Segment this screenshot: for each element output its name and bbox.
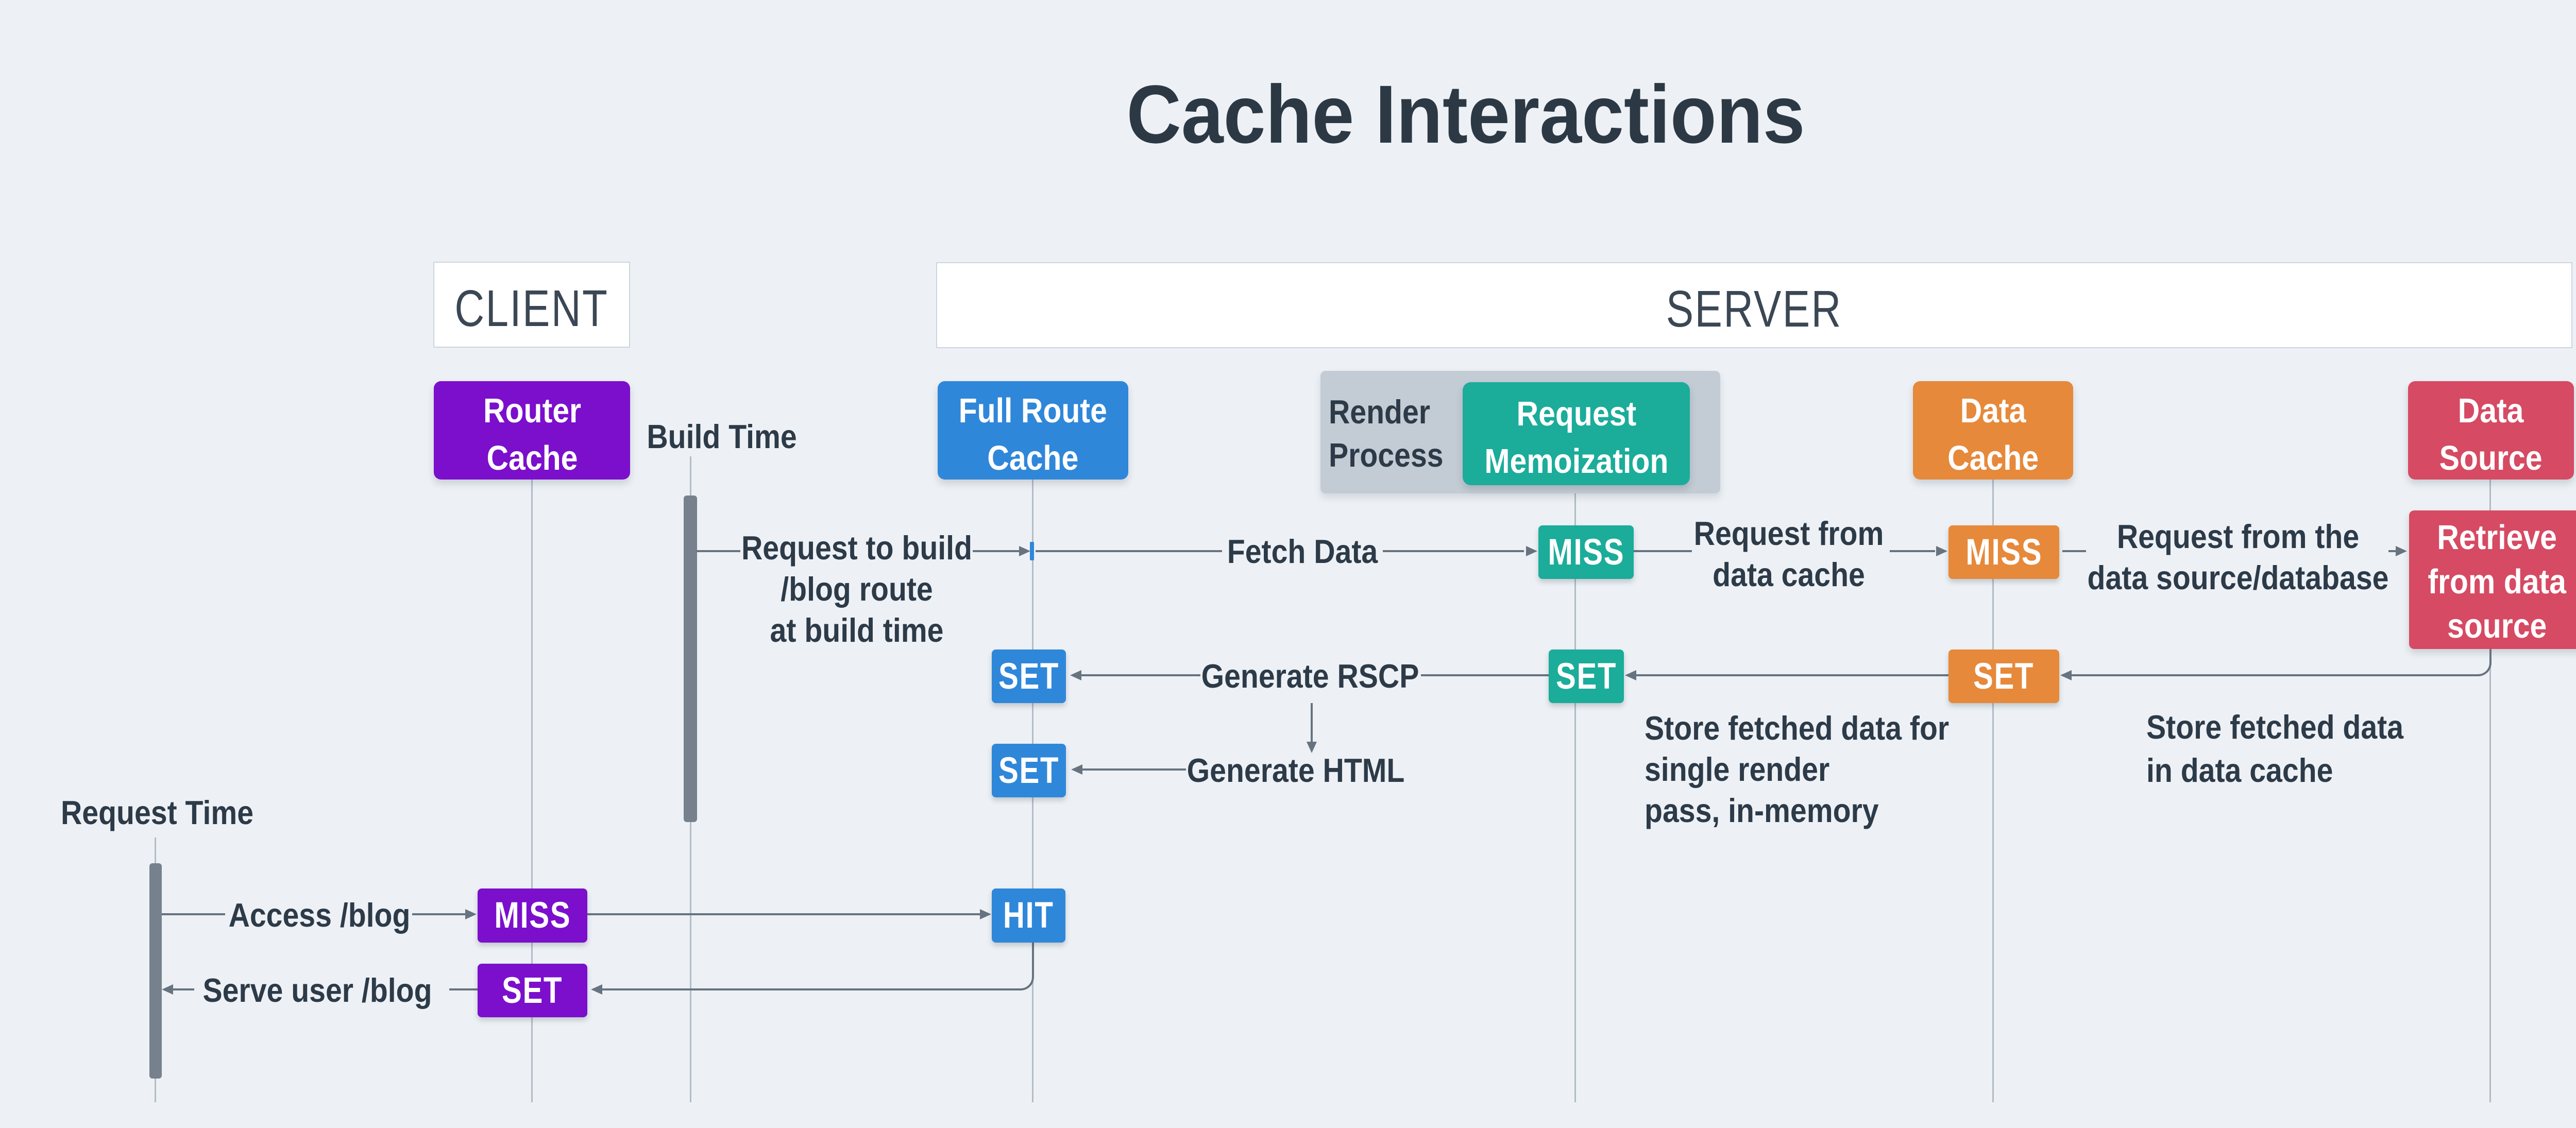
chip-full-route-set-html: SET: [992, 744, 1066, 797]
request-time-label: Request Time: [60, 794, 254, 831]
render-process-label: Render Process: [1329, 393, 1444, 474]
msg-request-from-cache: Request from data cache: [1693, 515, 1884, 593]
msg-store-data-cache: Store fetched data in data cache: [2146, 708, 2404, 789]
arrowhead-into-full-route: [1019, 546, 1030, 556]
build-time-activation-bar: [684, 495, 697, 822]
msg-serve-user: Serve user /blog: [202, 971, 432, 1009]
data-cache-label: Data Cache: [1947, 391, 2039, 477]
chip-full-route-set-html-label: SET: [998, 750, 1060, 791]
line-rscp-to-html: [1311, 703, 1313, 742]
arrowhead-into-request-bar: [162, 984, 173, 995]
arrowhead-into-dc-set: [2060, 670, 2072, 680]
chip-data-cache-set: SET: [1948, 650, 2059, 703]
request-memoization-node: Request Memoization: [1463, 382, 1690, 485]
chip-router-miss-label: MISS: [494, 895, 571, 936]
msg-request-from-source: Request from the data source/database: [2087, 518, 2389, 596]
line-dc-miss-to-label: [2062, 550, 2086, 552]
line-label-to-retrieve: [2388, 550, 2397, 552]
router-cache-node: Router Cache: [434, 381, 630, 480]
chip-router-set: SET: [478, 964, 587, 1017]
chip-full-route-set-rscp: SET: [992, 650, 1066, 703]
msg-access-blog: Access /blog: [228, 896, 411, 934]
build-time-label: Build Time: [647, 418, 797, 455]
chip-data-cache-miss: MISS: [1948, 525, 2059, 579]
router-cache-label: Router Cache: [483, 391, 581, 477]
arrowhead-into-fr-set-html: [1071, 764, 1082, 775]
chip-memo-set-label: SET: [1555, 656, 1617, 697]
request-time-activation-bar: [149, 863, 162, 1079]
chip-router-set-label: SET: [502, 970, 563, 1011]
full-route-cache-node: Full Route Cache: [938, 381, 1128, 480]
server-lane-label: SERVER: [1666, 280, 1842, 338]
arrowhead-into-fr-set-rscp: [1070, 670, 1081, 680]
msg-build-request: Request to build /blog route at build ti…: [741, 529, 973, 649]
lifeline-data-source: [2489, 480, 2491, 1102]
line-dc-set-to-memo-set: [1634, 674, 1948, 676]
arrowhead-into-memo-set: [1625, 670, 1636, 680]
retrieve-from-source-label: Retrieve from data source: [2428, 518, 2566, 645]
chip-full-route-hit: HIT: [992, 888, 1065, 943]
chip-full-route-hit-label: HIT: [1003, 895, 1054, 936]
lifeline-memoization: [1574, 485, 1576, 1102]
arrowhead-down-generate-html: [1307, 742, 1317, 753]
line-access-label-to-rc-miss: [412, 913, 466, 915]
retrieve-from-source-node: Retrieve from data source: [2409, 510, 2576, 649]
line-serve-label-to-bar: [173, 988, 194, 990]
return-elbow-full-route: [595, 943, 1034, 990]
full-route-cache-label: Full Route Cache: [958, 391, 1108, 477]
chip-full-route-set-rscp-label: SET: [998, 656, 1060, 697]
line-request-bar-to-access-label: [162, 913, 225, 915]
arrowhead-into-fr-hit: [980, 909, 991, 919]
chip-data-cache-set-label: SET: [1973, 656, 2035, 697]
msg-store-memo: Store fetched data for single render pas…: [1645, 709, 1950, 829]
line-route-to-fetch-label: [1036, 550, 1222, 552]
lifeline-router-cache: [531, 480, 533, 1102]
data-source-node: Data Source: [2408, 381, 2574, 480]
line-memo-miss-to-label: [1632, 550, 1692, 552]
arrowhead-into-rc-set: [591, 984, 602, 995]
arrowhead-into-rc-miss: [465, 909, 477, 919]
chip-router-miss: MISS: [478, 888, 587, 943]
client-lane-box: CLIENT: [433, 262, 630, 348]
line-rc-set-to-serve-label: [449, 988, 478, 990]
chip-data-cache-miss-label: MISS: [1965, 532, 2042, 573]
arrowhead-into-dc-miss: [1936, 546, 1947, 556]
chip-memo-miss: MISS: [1538, 525, 1634, 579]
arrowhead-into-memo-miss: [1526, 546, 1537, 556]
line-memo-set-to-rscp-label: [1421, 674, 1549, 676]
line-build-label-to-route: [973, 550, 1019, 552]
return-elbow-data-source: [2064, 649, 2492, 676]
line-bar-to-build-label: [697, 550, 740, 552]
line-rc-miss-to-fr-hit: [587, 913, 981, 915]
msg-fetch-data: Fetch Data: [1227, 533, 1378, 570]
msg-generate-html: Generate HTML: [1187, 751, 1405, 789]
data-cache-node: Data Cache: [1913, 381, 2073, 480]
arrowhead-into-retrieve: [2396, 546, 2407, 556]
data-source-label: Data Source: [2439, 391, 2543, 477]
chip-memo-set: SET: [1549, 650, 1624, 703]
msg-generate-rscp: Generate RSCP: [1201, 657, 1419, 695]
line-fetch-label-to-miss: [1383, 550, 1524, 552]
server-lane-box: SERVER: [936, 262, 2572, 348]
line-label-to-dc-miss: [1890, 550, 1935, 552]
diagram-title: Cache Interactions: [1126, 68, 1805, 160]
full-route-port-tick: [1030, 542, 1034, 560]
lifeline-data-cache: [1992, 480, 1994, 1102]
lifeline-build-top: [690, 456, 691, 495]
client-lane-label: CLIENT: [454, 280, 609, 337]
line-html-label-to-fr-set: [1082, 768, 1186, 771]
line-rscp-label-to-fr-set: [1081, 674, 1200, 676]
request-memoization-label: Request Memoization: [1484, 395, 1669, 481]
chip-memo-miss-label: MISS: [1548, 532, 1624, 573]
lifeline-build-bottom: [690, 822, 691, 1102]
